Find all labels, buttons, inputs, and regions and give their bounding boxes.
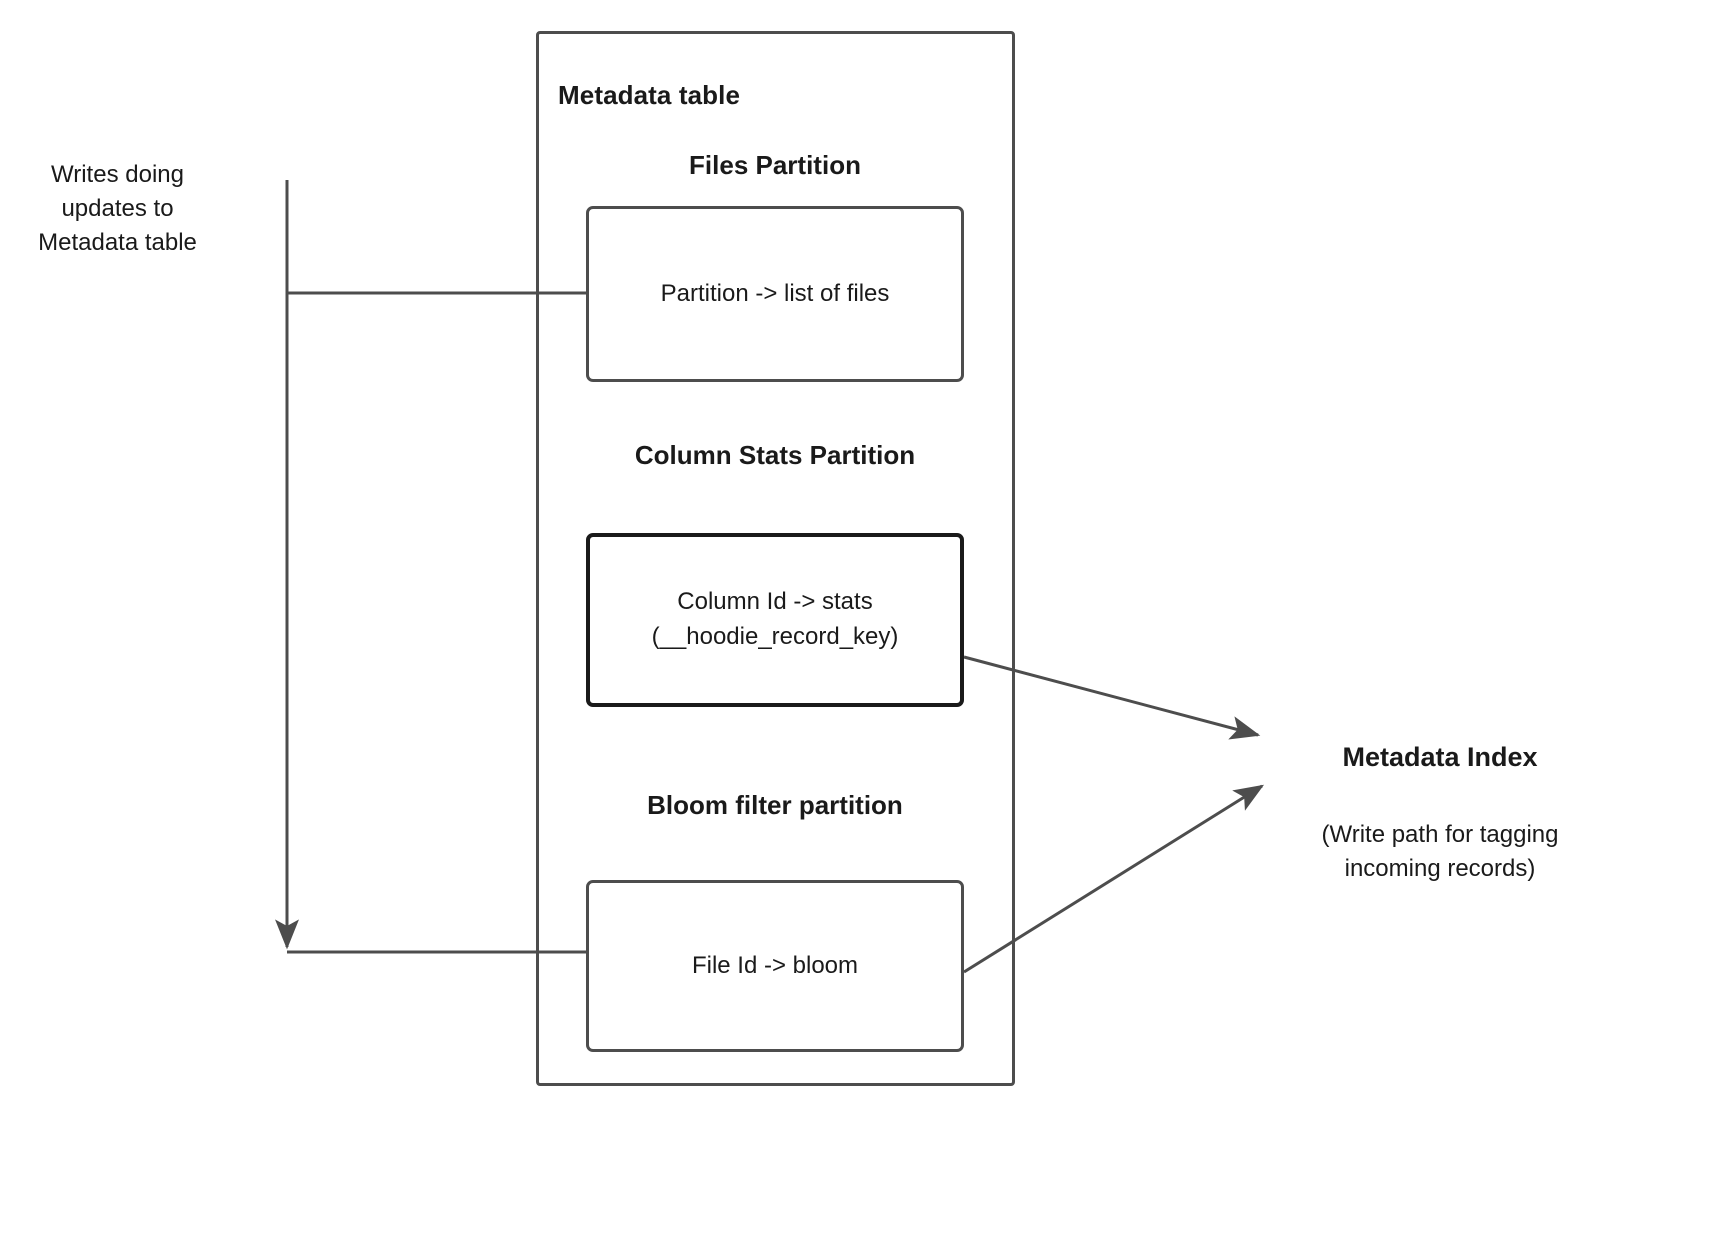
bloom-filter-partition-heading: Bloom filter partition <box>647 790 903 820</box>
files-partition-box: Partition -> list of files <box>586 206 964 382</box>
metadata-index-title: Metadata Index <box>1342 742 1538 772</box>
bloom-filter-box-label: File Id -> bloom <box>691 951 859 979</box>
column-stats-box-label-line2: (__hoodie_record_key) <box>651 623 899 650</box>
files-partition-heading: Files Partition <box>689 150 861 180</box>
files-partition-box-label: Partition -> list of files <box>660 279 890 307</box>
column-stats-partition-heading: Column Stats Partition <box>634 440 916 470</box>
column-stats-box-label: Column Id -> stats (__hoodie_record_key) <box>642 585 909 655</box>
column-stats-box-label-line1: Column Id -> stats <box>677 588 873 616</box>
metadata-index-subtitle: (Write path for tagging incoming records… <box>1321 821 1559 883</box>
metadata-table-container <box>536 31 1015 1086</box>
metadata-table-title: Metadata table <box>558 80 741 110</box>
column-stats-partition-box: Column Id -> stats (__hoodie_record_key) <box>586 533 964 707</box>
bloom-filter-partition-box: File Id -> bloom <box>586 880 964 1052</box>
writes-updates-note: Writes doing updates to Metadata table <box>38 161 197 257</box>
